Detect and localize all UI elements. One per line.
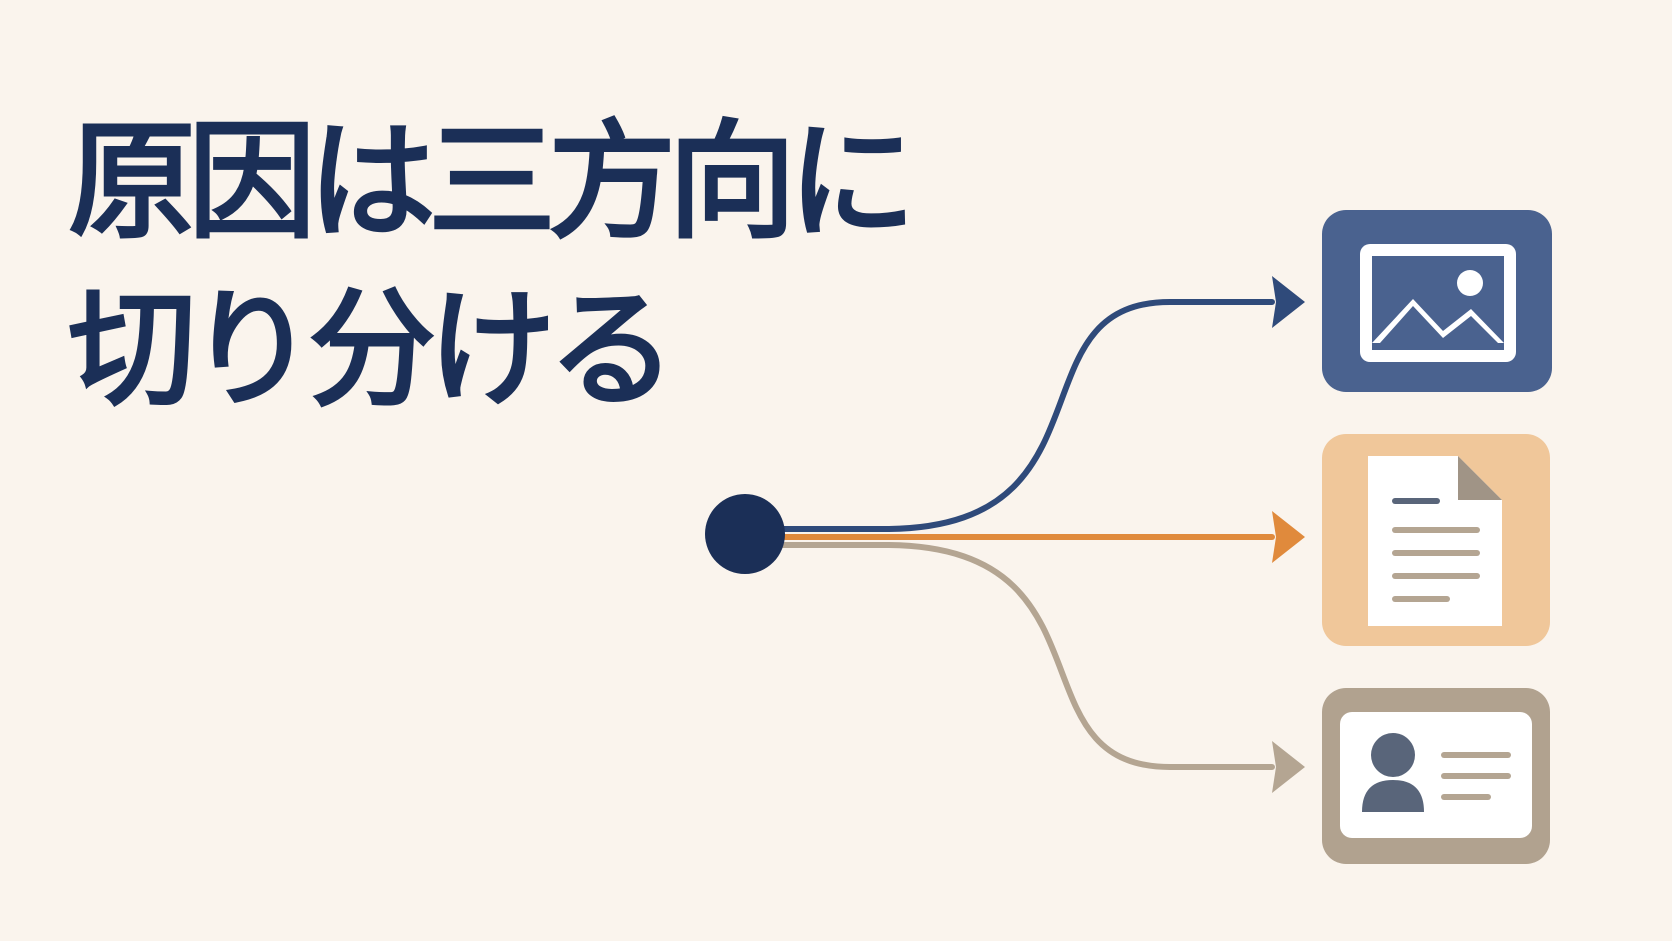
document-card	[1322, 434, 1550, 646]
origin-node	[705, 494, 785, 574]
profile-card-icon	[1340, 712, 1532, 838]
profile-branch-line	[742, 542, 1275, 770]
profile-card	[1322, 688, 1550, 864]
document-icon	[1368, 456, 1502, 626]
headline-line-1: 原因は三方向に	[68, 107, 916, 257]
headline-line-2: 切り分ける	[68, 275, 676, 425]
image-icon	[1360, 244, 1516, 362]
image-card	[1322, 210, 1552, 392]
profile-arrowhead	[1272, 741, 1305, 793]
image-arrowhead	[1272, 276, 1305, 328]
headline: 原因は三方向に 切り分ける	[68, 98, 916, 434]
image-branch-line	[742, 299, 1275, 532]
document-arrowhead	[1272, 511, 1305, 563]
